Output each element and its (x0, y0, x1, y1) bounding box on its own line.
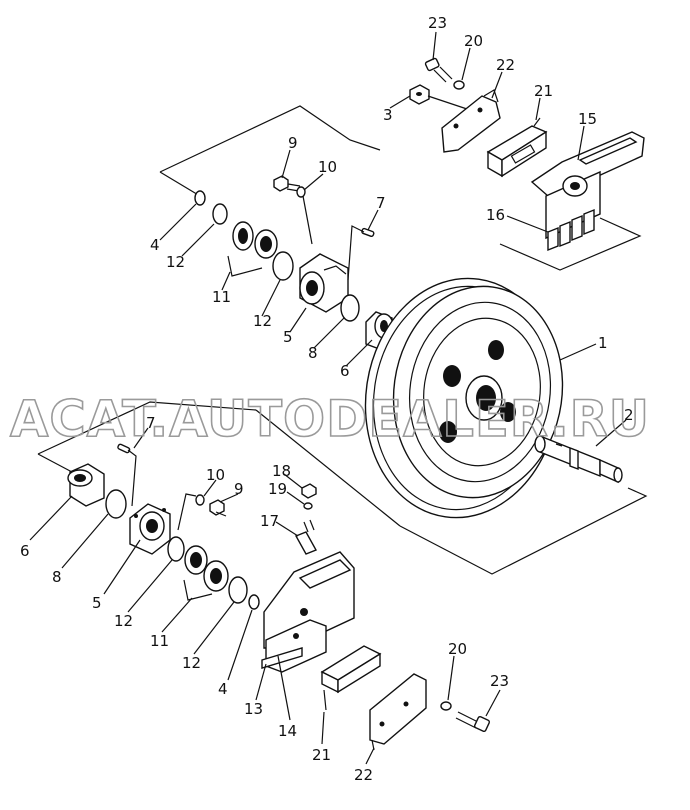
callout-20-lower: 20 (448, 640, 467, 658)
lower-seal-11 (183, 545, 229, 601)
lower-ring-4 (248, 594, 260, 610)
callout-10-upper: 10 (318, 158, 337, 176)
callout-2: 2 (624, 406, 634, 424)
callout-1: 1 (598, 334, 608, 352)
upper-nut-3 (409, 84, 471, 111)
grouping-lines (37, 105, 648, 575)
upper-ring-8 (340, 294, 360, 322)
idler-wheel-1 (364, 277, 564, 519)
leader-lines (29, 31, 627, 765)
lower-bushing-6 (67, 463, 105, 507)
lower-ring-12b (228, 576, 248, 604)
callout-14: 14 (278, 722, 297, 740)
upper-ring-12b (272, 251, 294, 281)
upper-washer-20 (453, 80, 465, 90)
lower-ring-12a (167, 536, 185, 562)
callout-6-upper: 6 (340, 362, 350, 380)
callout-21-lower: 21 (312, 746, 331, 764)
callout-21-upper: 21 (534, 82, 553, 100)
watermark-text: ACAT.AUTODEALER.RU (10, 390, 650, 448)
upper-pin-7 (347, 225, 375, 281)
upper-seal-11 (227, 221, 278, 277)
callout-20-upper: 20 (464, 32, 483, 50)
lower-washer-20 (440, 701, 452, 711)
callout-13: 13 (244, 700, 263, 718)
callout-8-upper: 8 (308, 344, 318, 362)
lower-pin-7 (117, 443, 137, 507)
callout-12-upper-a: 12 (166, 253, 185, 271)
callout-23-upper: 23 (428, 14, 447, 32)
upper-plate-21 (486, 117, 548, 178)
callout-11-upper: 11 (212, 288, 231, 306)
callout-15: 15 (578, 110, 597, 128)
lower-bracket-22 (369, 673, 427, 751)
callout-16: 16 (486, 206, 505, 224)
upper-bracket-22 (441, 89, 501, 153)
callout-8-lower: 8 (52, 568, 62, 586)
support-15 (530, 131, 645, 240)
upper-bolt-23 (424, 57, 453, 83)
callout-22-lower: 22 (354, 766, 373, 784)
callout-7-lower: 7 (146, 414, 156, 432)
lower-bolt-23 (455, 711, 491, 733)
lower-support-13-14 (261, 551, 355, 673)
callout-4-upper: 4 (150, 236, 160, 254)
callout-3: 3 (383, 106, 393, 124)
upper-collar-5 (299, 253, 349, 313)
callout-12-lower-b: 12 (182, 654, 201, 672)
callout-11-lower: 11 (150, 632, 169, 650)
lower-bolt-9 (209, 499, 227, 517)
callout-7-upper: 7 (376, 194, 386, 212)
callout-5-upper: 5 (283, 328, 293, 346)
callout-4-lower: 4 (218, 680, 228, 698)
lower-washer-10 (177, 493, 205, 531)
callout-6-lower: 6 (20, 542, 30, 560)
upper-washer-10 (296, 186, 313, 245)
callout-9-upper: 9 (288, 134, 298, 152)
lower-washer-19 (303, 502, 313, 510)
shaft-2 (534, 434, 623, 484)
callout-9-lower: 9 (234, 480, 244, 498)
upper-ring-12a (212, 203, 228, 225)
upper-ring-4 (194, 190, 206, 206)
callout-12-upper-b: 12 (253, 312, 272, 330)
callout-23-lower: 23 (490, 672, 509, 690)
lower-ring-8 (105, 489, 127, 519)
lower-nut-18 (301, 483, 317, 499)
callout-10-lower: 10 (206, 466, 225, 484)
callout-18: 18 (272, 462, 291, 480)
lower-plate-21 (320, 645, 382, 711)
callout-19: 19 (268, 480, 287, 498)
callout-labels: 23 20 22 3 21 15 16 9 10 7 4 12 11 12 5 … (20, 14, 634, 784)
lower-collar-5 (129, 503, 171, 555)
callout-22-upper: 22 (496, 56, 515, 74)
upper-bolt-9 (273, 175, 301, 192)
support-16 (547, 208, 595, 252)
lower-bolt-17 (295, 519, 317, 555)
callout-17: 17 (260, 512, 279, 530)
callout-12-lower-a: 12 (114, 612, 133, 630)
callout-5-lower: 5 (92, 594, 102, 612)
